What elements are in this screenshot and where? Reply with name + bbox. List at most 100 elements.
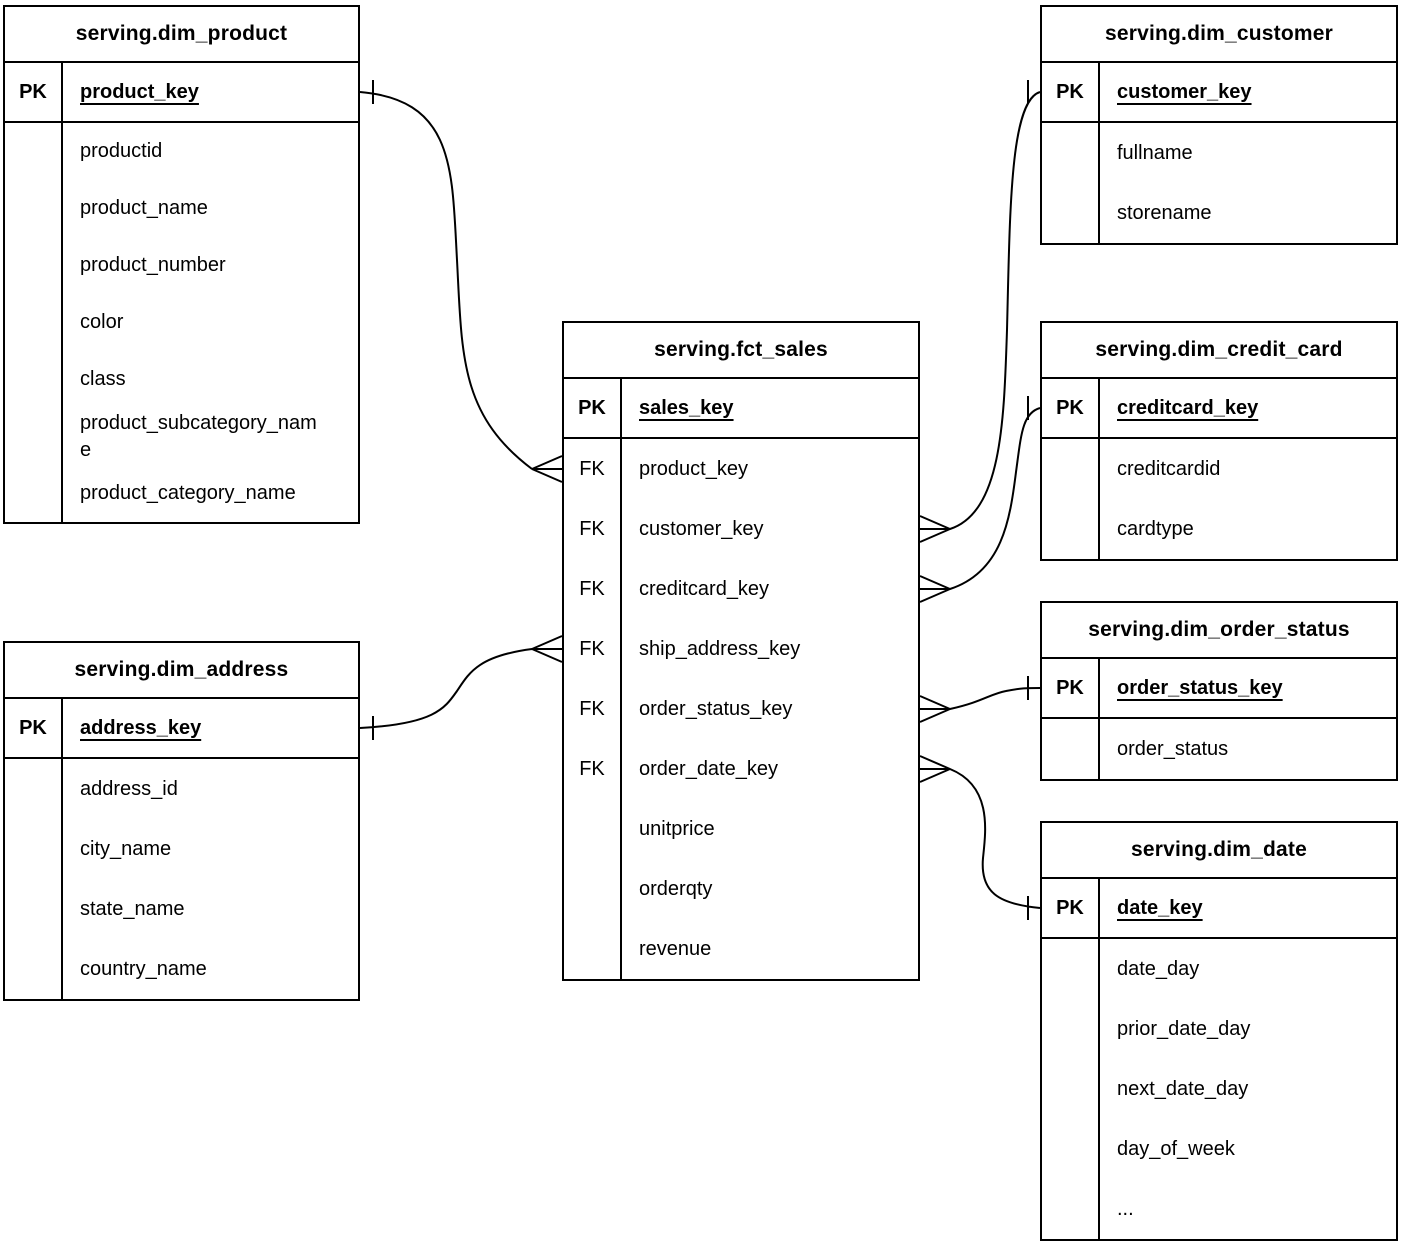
field-row: date_day: [1042, 939, 1396, 999]
table-dim-credit-card: serving.dim_credit_card PK creditcard_ke…: [1040, 321, 1398, 561]
field-row: order_status: [1042, 719, 1396, 779]
field-name: unitprice: [639, 817, 715, 840]
key-label: [564, 799, 622, 859]
field-row: state_name: [5, 879, 358, 939]
key-label: [564, 859, 622, 919]
key-label: [5, 294, 63, 351]
key-label: [5, 351, 63, 408]
pk-row: PK product_key: [5, 63, 358, 123]
pk-field-name: address_key: [80, 716, 202, 739]
field-row: productid: [5, 123, 358, 180]
field-row: day_of_week: [1042, 1119, 1396, 1179]
field-row: unitprice: [564, 799, 918, 859]
field-name: next_date_day: [1117, 1077, 1249, 1100]
key-label: [5, 879, 63, 939]
table-dim-order-status: serving.dim_order_status PK order_status…: [1040, 601, 1398, 781]
field-row: FK order_date_key: [564, 739, 918, 799]
field-row: orderqty: [564, 859, 918, 919]
field-name: productid: [80, 140, 163, 162]
field-name: ...: [1117, 1197, 1134, 1220]
pk-row: PK order_status_key: [1042, 659, 1396, 719]
key-label: [1042, 1119, 1100, 1179]
field-row: city_name: [5, 819, 358, 879]
key-label: [1042, 183, 1100, 243]
key-label: [5, 939, 63, 999]
key-label: [1042, 939, 1100, 999]
field-name: state_name: [80, 897, 185, 920]
field-row: address_id: [5, 759, 358, 819]
pk-row: PK customer_key: [1042, 63, 1396, 123]
pk-field-name: date_key: [1117, 896, 1203, 919]
field-name: fullname: [1117, 141, 1193, 164]
pk-label: PK: [5, 699, 63, 757]
connector-address: [359, 635, 563, 740]
field-row: class: [5, 351, 358, 408]
field-name: order_status: [1117, 737, 1229, 760]
table-fct-sales: serving.fct_sales PK sales_key FK produc…: [562, 321, 920, 981]
table-title: serving.dim_order_status: [1042, 603, 1396, 659]
field-name: creditcard_key: [639, 577, 770, 600]
table-title: serving.dim_date: [1042, 823, 1396, 879]
field-row: FK ship_address_key: [564, 619, 918, 679]
table-title: serving.dim_customer: [1042, 7, 1396, 63]
field-row: color: [5, 294, 358, 351]
key-label: [5, 180, 63, 237]
key-label: [5, 759, 63, 819]
connector-product: [359, 80, 563, 483]
field-row: FK order_status_key: [564, 679, 918, 739]
field-name: class: [80, 368, 126, 390]
pk-label: PK: [1042, 63, 1100, 121]
pk-field-name: order_status_key: [1117, 676, 1283, 699]
fk-label: FK: [564, 619, 622, 679]
pk-row: PK address_key: [5, 699, 358, 759]
fk-label: FK: [564, 499, 622, 559]
field-row: storename: [1042, 183, 1396, 243]
fk-label: FK: [564, 679, 622, 739]
field-name: country_name: [80, 957, 207, 980]
table-title: serving.fct_sales: [564, 323, 918, 379]
field-name: order_date_key: [639, 757, 778, 780]
pk-field-name: product_key: [80, 80, 199, 103]
field-row: FK creditcard_key: [564, 559, 918, 619]
field-name: cardtype: [1117, 517, 1194, 540]
field-name: color: [80, 311, 124, 333]
key-label: [1042, 999, 1100, 1059]
pk-field-name: sales_key: [639, 396, 734, 419]
pk-label: PK: [564, 379, 622, 437]
table-dim-product: serving.dim_product PK product_key produ…: [3, 5, 360, 524]
field-name: day_of_week: [1117, 1137, 1235, 1160]
connector-creditcard: [919, 396, 1041, 603]
table-title: serving.dim_address: [5, 643, 358, 699]
field-name: date_day: [1117, 957, 1200, 980]
key-label: [1042, 719, 1100, 779]
connector-date: [919, 755, 1041, 920]
pk-label: PK: [5, 63, 63, 121]
field-row: prior_date_day: [1042, 999, 1396, 1059]
field-name: address_id: [80, 777, 178, 800]
field-row: product_name: [5, 180, 358, 237]
field-name: product_category_name: [80, 482, 296, 504]
field-row: next_date_day: [1042, 1059, 1396, 1119]
field-name: customer_key: [639, 517, 764, 540]
pk-row: PK sales_key: [564, 379, 918, 439]
table-dim-date: serving.dim_date PK date_key date_day pr…: [1040, 821, 1398, 1241]
field-row: FK product_key: [564, 439, 918, 499]
field-row: revenue: [564, 919, 918, 979]
field-row: product_number: [5, 237, 358, 294]
key-label: [5, 465, 63, 522]
field-row: fullname: [1042, 123, 1396, 183]
key-label: [5, 123, 63, 180]
key-label: [5, 237, 63, 294]
key-label: [1042, 1059, 1100, 1119]
key-label: [564, 919, 622, 979]
field-name: storename: [1117, 201, 1212, 224]
field-name: orderqty: [639, 877, 713, 900]
field-row: country_name: [5, 939, 358, 999]
pk-label: PK: [1042, 659, 1100, 717]
connector-customer: [919, 80, 1041, 543]
field-row: ...: [1042, 1179, 1396, 1239]
field-row: creditcardid: [1042, 439, 1396, 499]
field-name: prior_date_day: [1117, 1017, 1251, 1040]
field-name: revenue: [639, 937, 712, 960]
